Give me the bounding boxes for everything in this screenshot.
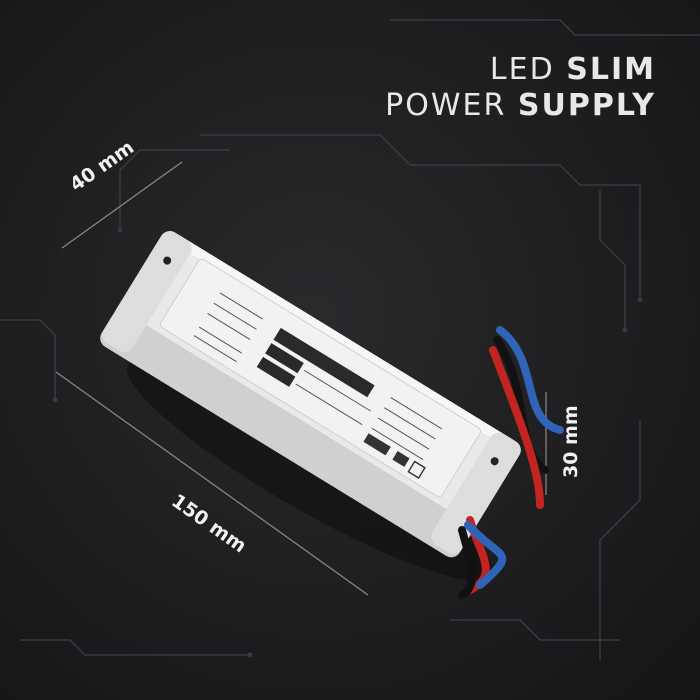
title-led: LED <box>489 52 555 87</box>
power-supply-body <box>100 231 521 558</box>
title-supply: SUPPLY <box>517 88 656 123</box>
dimension-line-40mm <box>61 161 183 249</box>
output-wires <box>458 326 564 599</box>
product-title-line-1: LED SLIM <box>490 52 656 87</box>
title-power: POWER <box>385 88 507 123</box>
dimension-label-height: 30 mm <box>560 405 582 478</box>
product-title-line-2: POWER SUPPLY <box>385 88 656 123</box>
title-slim: SLIM <box>566 52 656 87</box>
dimension-line-150mm <box>55 371 369 596</box>
